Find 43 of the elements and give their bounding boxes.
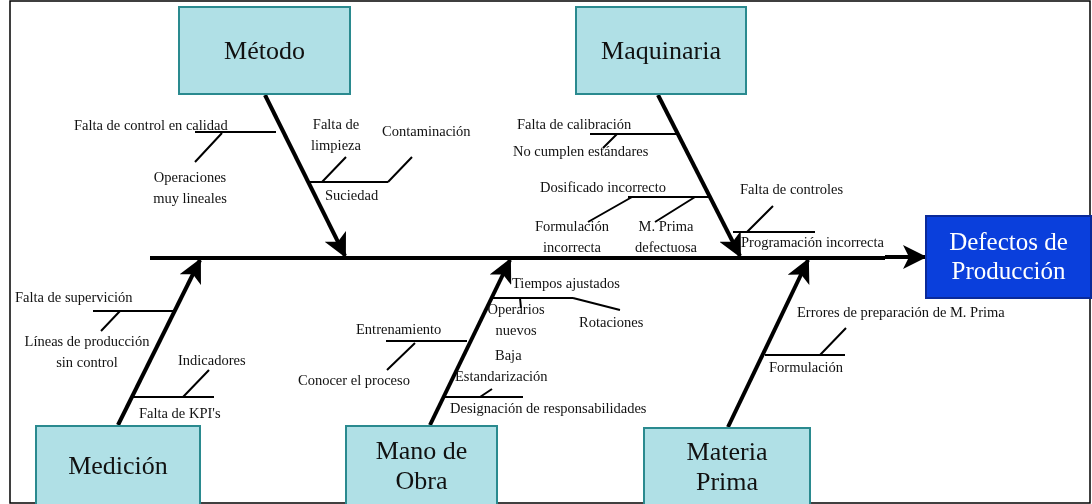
node-label: Maquinaria <box>601 35 721 66</box>
cause-label: Operaciones muy lineales <box>152 168 228 208</box>
category-box <box>178 6 351 95</box>
cause-label: Errores de preparación de M. Prima <box>797 303 1005 322</box>
cause-label: Falta de limpieza <box>310 115 362 155</box>
cause-label: Dosificado incorrecto <box>540 178 667 197</box>
cause-label: Formulación incorrecta <box>533 217 611 257</box>
cause-label: Falta de KPI's <box>139 404 221 423</box>
arrow <box>656 94 742 258</box>
arrow <box>428 258 512 426</box>
cause-label: Falta de supervición <box>15 288 133 307</box>
cause-label: Falta de control en calidad <box>74 116 228 135</box>
cause-label: Falta de controles <box>740 180 844 199</box>
cause-label: Rotaciones <box>579 313 644 332</box>
node-label: Mano de Obra <box>374 436 469 496</box>
category-box <box>35 425 201 504</box>
arrow <box>263 94 347 258</box>
cause-label: Entrenamiento <box>356 320 442 339</box>
node-label: Defectos de Producción <box>948 228 1069 286</box>
arrow <box>116 258 202 426</box>
cause-label: Designación de responsabilidades <box>450 399 647 418</box>
cause-label: Operarios nuevos <box>486 300 546 340</box>
cause-label: Contaminación <box>382 122 471 141</box>
node-label: Medición <box>68 451 168 481</box>
cause-label: Formulación <box>769 358 844 377</box>
cause-label: Tiempos ajustados <box>512 274 620 293</box>
effect-box <box>925 215 1092 299</box>
cause-label: M. Prima defectuosa <box>634 217 698 257</box>
category-box <box>345 425 498 504</box>
arrow <box>885 245 927 269</box>
cause-label: Indicadores <box>178 351 246 370</box>
cause-label: Conocer el proceso <box>298 371 410 390</box>
cause-label: Programación incorrecta <box>741 233 884 252</box>
node-label: Método <box>224 35 305 66</box>
cause-label: No cumplen estándares <box>513 142 649 161</box>
cause-label: Falta de calibración <box>517 115 632 134</box>
node-label: Materia Prima <box>685 437 769 497</box>
cause-label: Líneas de producción sin control <box>23 332 151 372</box>
category-box <box>575 6 747 95</box>
category-box <box>643 427 811 504</box>
cause-label: Suciedad <box>325 186 379 205</box>
cause-label: Baja Estandarización <box>455 346 549 386</box>
arrow <box>726 258 810 428</box>
